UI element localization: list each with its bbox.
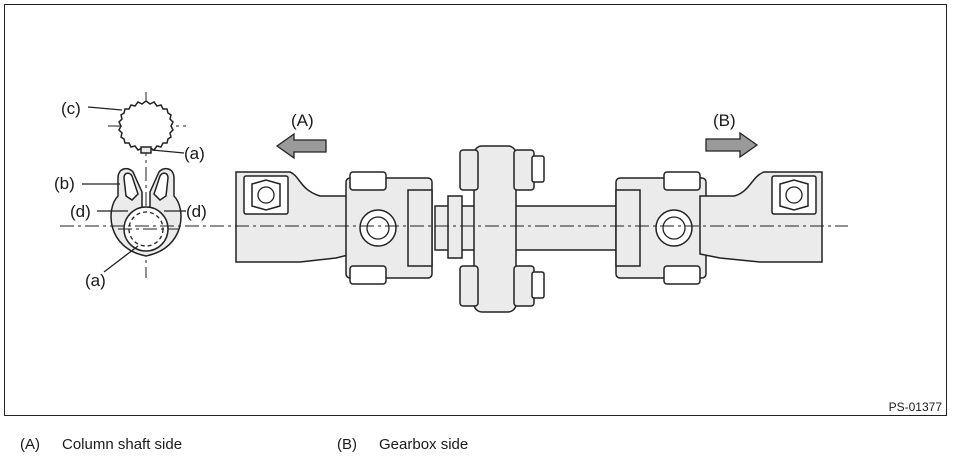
leader-a-top: [151, 149, 185, 154]
detail-view: (c) (a) (b) (d) (d) (a): [54, 92, 207, 290]
label-b: (b): [54, 174, 75, 193]
figure-id: PS-01377: [888, 400, 942, 414]
figure-frame: [4, 4, 947, 416]
leader-a-bottom: [103, 245, 139, 273]
label-d-right: (d): [186, 202, 207, 221]
arrow-left-icon: [275, 132, 327, 160]
universal-joint-assembly: [60, 145, 848, 313]
center-flange-disk: [473, 145, 517, 313]
label-c: (c): [61, 99, 81, 118]
legend-item-column-shaft: (A) Column shaft side: [20, 436, 182, 453]
label-d-left: (d): [70, 202, 91, 221]
label-a-bottom: (a): [85, 271, 106, 290]
steering-shaft-diagram: .part { fill: #ebebeb; stroke: #222; str…: [54, 92, 848, 313]
arrow-gearbox-side: (B): [705, 111, 759, 159]
legend-item-gearbox: (B) Gearbox side: [337, 436, 468, 453]
legend-text: Column shaft side: [62, 436, 183, 453]
left-joint-bearing: [359, 209, 397, 247]
intermediate-shaft: [434, 205, 621, 251]
label-B: (B): [713, 111, 736, 130]
label-A: (A): [291, 111, 314, 130]
arrow-column-shaft-side: (A): [275, 111, 327, 160]
leader-c: [87, 106, 123, 111]
legend-text: Gearbox side: [379, 436, 469, 453]
shaft-notch: [140, 146, 152, 154]
arrow-right-icon: [705, 131, 759, 159]
legend-key: (B): [337, 436, 357, 453]
right-joint-bearing: [655, 209, 693, 247]
legend-key: (A): [20, 436, 40, 453]
clamp-yoke: [110, 167, 182, 257]
serrated-shaft-end: [118, 100, 174, 154]
label-a-top: (a): [184, 144, 205, 163]
